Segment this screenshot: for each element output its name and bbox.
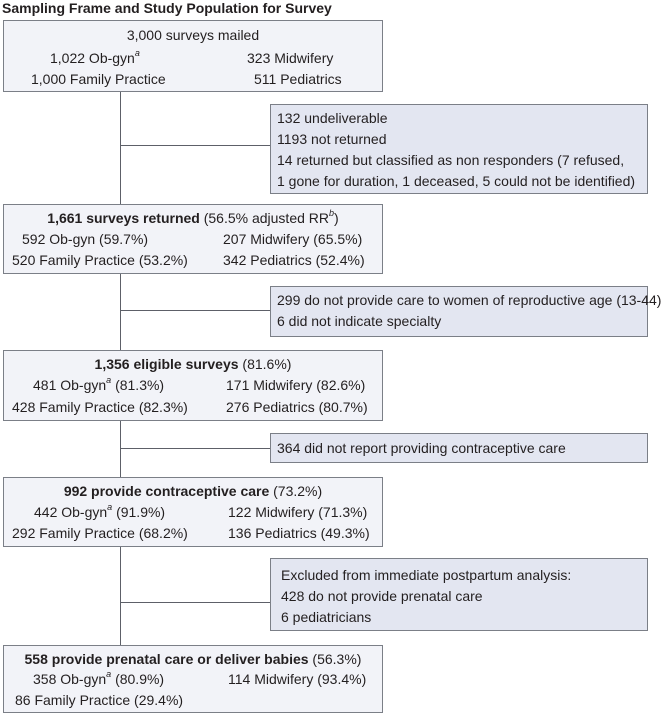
pediatrics-count: 136 Pediatrics (49.3%) [228,525,370,541]
box-header: 992 provide contraceptive care (73.2%) [63,483,323,499]
exclusion-box-2: 299 do not provide care to women of repr… [270,286,661,337]
exclusion-box-3: 364 did not report providing contracepti… [270,433,648,463]
exclusion-line: 299 do not provide care to women of repr… [277,292,661,308]
exclusion-line: 428 do not provide prenatal care [281,588,483,604]
obgyn-count: 358 Ob-gyna (80.9%) [33,669,165,687]
connector-line-2 [120,273,121,351]
pediatrics-count: 511 Pediatrics [254,71,342,87]
obgyn-count: 481 Ob-gyna (81.3%) [33,375,165,393]
exclusion-line: Excluded from immediate postpartum analy… [281,567,572,583]
midwifery-count: 323 Midwifery [247,50,334,66]
midwifery-count: 122 Midwifery (71.3%) [228,504,368,520]
prenatal-care-box: 558 provide prenatal care or deliver bab… [3,645,383,713]
box-header: 558 provide prenatal care or deliver bab… [24,651,362,667]
family-practice-count: 428 Family Practice (82.3%) [12,399,188,415]
family-practice-count: 520 Family Practice (53.2%) [12,252,188,268]
exclusion-box-1: 132 undeliverable 1193 not returned 14 r… [270,104,648,194]
connector-line-3 [120,420,121,478]
exclusion-line: 364 did not report providing contracepti… [277,440,566,456]
box-header: 3,000 surveys mailed [126,27,260,43]
midwifery-count: 171 Midwifery (82.6%) [226,377,366,393]
box-header: 1,661 surveys returned (56.5% adjusted R… [47,208,339,226]
midwifery-count: 207 Midwifery (65.5%) [223,231,363,247]
exclusion-line: 6 pediatricians [281,609,372,625]
family-practice-count: 86 Family Practice (29.4%) [15,692,184,708]
eligible-surveys-box: 1,356 eligible surveys (81.6%) 481 Ob-gy… [3,350,383,421]
pediatrics-count: 276 Pediatrics (80.7%) [226,399,368,415]
exclusion-line: 132 undeliverable [277,110,388,126]
diagram-title: Sampling Frame and Study Population for … [2,0,332,16]
connector-line-4 [120,546,121,646]
obgyn-count: 592 Ob-gyn (59.7%) [22,231,149,247]
surveys-returned-box: 1,661 surveys returned (56.5% adjusted R… [3,204,383,274]
exclusion-line: 14 returned but classified as non respon… [277,152,625,168]
contraceptive-care-box: 992 provide contraceptive care (73.2%) 4… [3,477,383,547]
exclusion-line: 6 did not indicate specialty [277,313,442,329]
exclusion-line: 1 gone for duration, 1 deceased, 5 could… [277,173,636,189]
branch-line-3 [120,448,271,449]
box-header: 1,356 eligible surveys (81.6%) [94,356,292,372]
family-practice-count: 292 Family Practice (68.2%) [12,525,188,541]
branch-line-2 [120,310,271,311]
branch-line-1 [120,145,271,146]
obgyn-count: 442 Ob-gyna (91.9%) [34,502,166,520]
exclusion-line: 1193 not returned [277,131,387,147]
midwifery-count: 114 Midwifery (93.4%) [228,671,367,687]
surveys-mailed-box: 3,000 surveys mailed 1,022 Ob-gyna 323 M… [3,20,383,92]
family-practice-count: 1,000 Family Practice [31,71,166,87]
pediatrics-count: 342 Pediatrics (52.4%) [223,252,365,268]
exclusion-box-4: Excluded from immediate postpartum analy… [270,558,648,631]
obgyn-count: 1,022 Ob-gyna [50,48,140,66]
connector-line-1 [120,91,121,205]
branch-line-4 [120,602,271,603]
